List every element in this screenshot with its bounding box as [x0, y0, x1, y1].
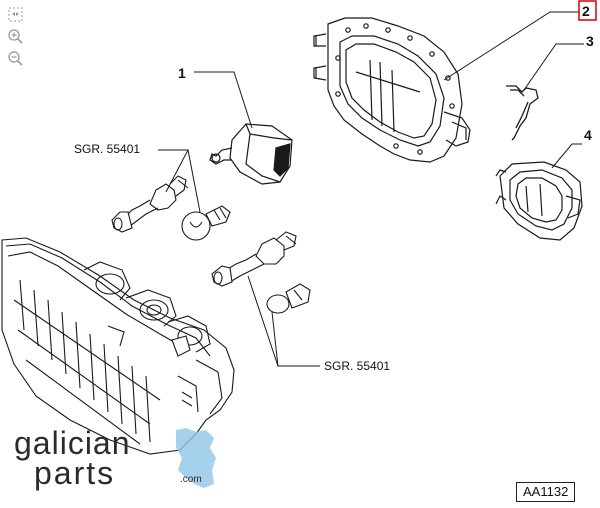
callout-part-4: 4	[584, 127, 592, 143]
part-3-spring-clip[interactable]	[506, 85, 539, 141]
callout-part-2: 2	[582, 3, 590, 19]
fit-screen-icon[interactable]	[6, 6, 26, 24]
sgr-label-bottom: SGR. 55401	[324, 359, 390, 373]
halogen-bulb-lower[interactable]	[211, 231, 297, 287]
map-shape-icon	[176, 428, 216, 488]
halogen-bulb-upper[interactable]	[111, 175, 189, 233]
part-2-housing-frame[interactable]	[313, 17, 471, 163]
watermark-line1: galician	[14, 425, 131, 461]
wedge-bulb-lower[interactable]	[266, 283, 311, 314]
highlight-box	[578, 0, 597, 21]
watermark-line2: parts	[34, 455, 115, 491]
glass-bulb-upper[interactable]	[181, 205, 231, 241]
leader-lines	[158, 11, 584, 367]
watermark-suffix: .com	[180, 474, 202, 485]
sgr-label-top: SGR. 55401	[74, 142, 140, 156]
reference-code: AA1132	[516, 482, 576, 502]
headlamp-assembly	[1, 237, 235, 455]
part-1-actuator[interactable]	[209, 123, 293, 185]
callout-part-1: 1	[178, 65, 186, 81]
part-4-bulb-holder[interactable]	[495, 161, 583, 241]
callout-part-3: 3	[586, 33, 594, 49]
galicianparts-logo: galician parts .com	[14, 425, 216, 491]
zoom-out-icon[interactable]	[6, 50, 26, 68]
zoom-in-icon[interactable]	[6, 28, 26, 46]
